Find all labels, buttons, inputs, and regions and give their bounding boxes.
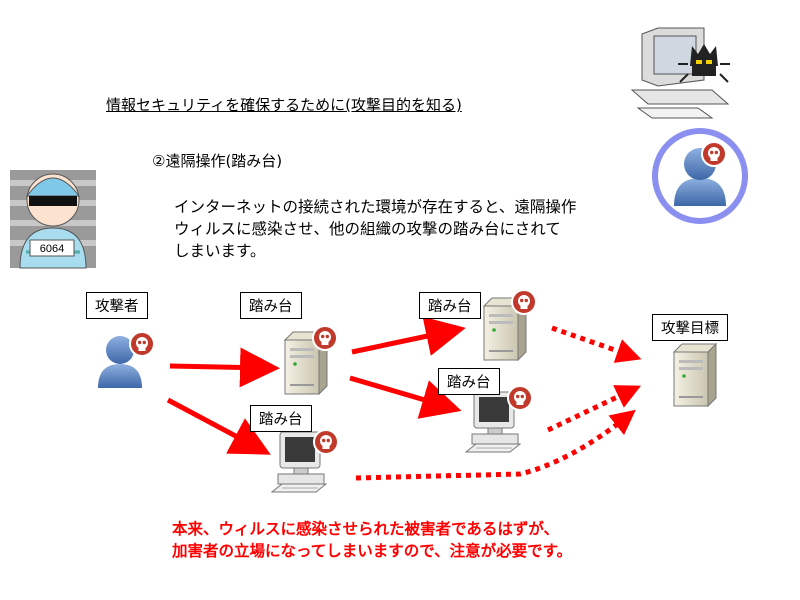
description-text: インターネットの接続された環境が存在すると、遠隔操作 ウィルスに感染させ、他の組… xyxy=(174,196,576,262)
description-line: インターネットの接続された環境が存在すると、遠隔操作 xyxy=(174,198,577,216)
attack-arrows xyxy=(166,316,466,455)
desktop-computer-icon xyxy=(271,429,339,493)
stepping-stone-label: 踏み台 xyxy=(240,292,302,319)
warning-text: 本来、ウィルスに感染させられた被害者であるはずが、 加害者の立場になってしまいま… xyxy=(172,518,572,562)
computer-virus-icon xyxy=(630,27,730,119)
page-title: 情報セキュリティを確保するために(攻撃目的を知る) xyxy=(106,96,462,114)
description-line: しまいます。 xyxy=(174,242,266,260)
infected-user-icon xyxy=(652,128,748,224)
relay-attack-arrows xyxy=(355,325,642,481)
warning-line: 本来、ウィルスに感染させられた被害者であるはずが、 xyxy=(172,520,560,538)
stepping-stone-label: 踏み台 xyxy=(419,292,481,319)
desktop-computer-icon xyxy=(465,385,533,453)
stepping-stone-label: 踏み台 xyxy=(250,405,312,432)
server-icon xyxy=(483,289,537,361)
attack-target-label: 攻撃目標 xyxy=(652,314,728,341)
prisoner-icon: 6064 xyxy=(10,170,96,269)
attacker-label: 攻撃者 xyxy=(86,292,148,319)
description-line: ウィルスに感染させ、他の組織の攻撃の踏み台にされて xyxy=(174,220,561,238)
stepping-stone-label: 踏み台 xyxy=(438,368,500,395)
warning-line: 加害者の立場になってしまいますので、注意が必要です。 xyxy=(172,542,573,560)
server-icon xyxy=(284,325,338,395)
target-server-icon xyxy=(673,343,717,407)
prisoner-number: 6064 xyxy=(40,243,64,255)
attacker-user-icon xyxy=(98,331,155,388)
section-subtitle: ②遠隔操作(踏み台) xyxy=(152,152,283,170)
